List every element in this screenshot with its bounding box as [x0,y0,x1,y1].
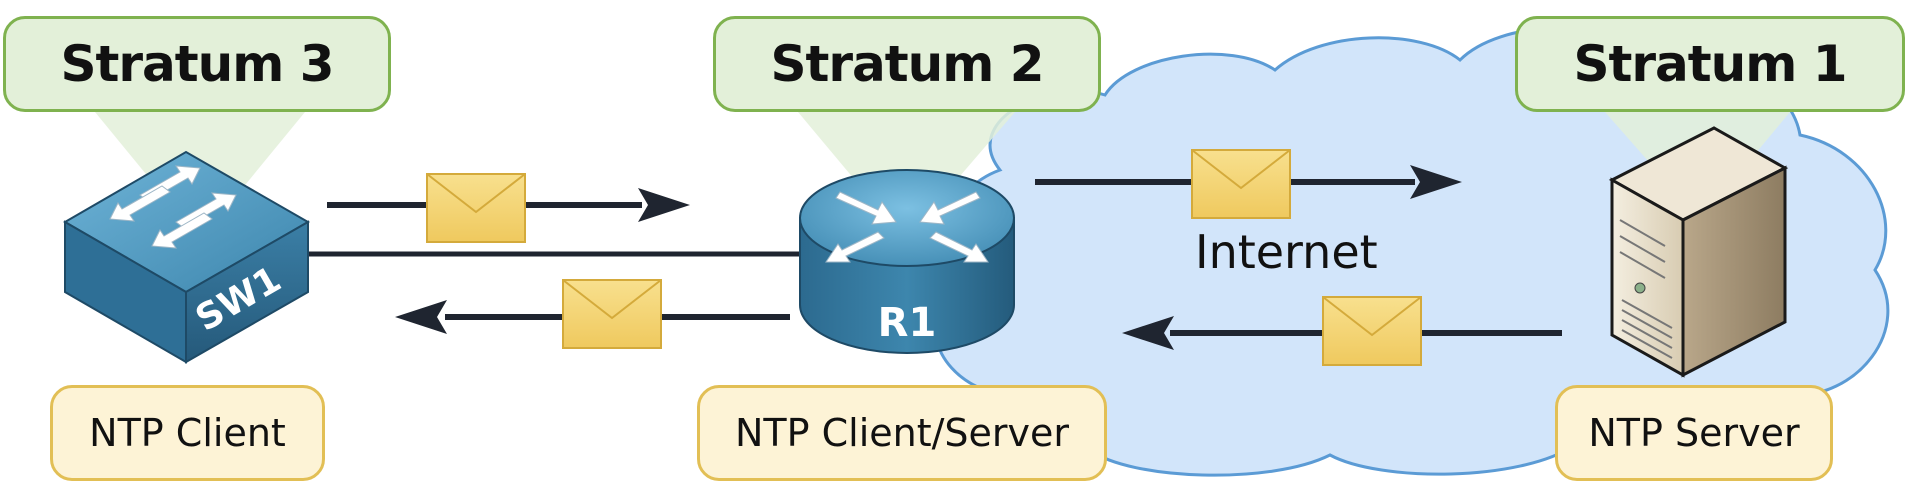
arrowhead-server-to-r1 [1122,316,1174,350]
server-icon [1608,126,1789,378]
role-label-r1: NTP Client/Server [697,385,1107,481]
stratum-label-r1: Stratum 2 [713,16,1101,112]
ntp-client-text: NTP Client [89,411,286,455]
router-icon: R1 [799,169,1015,354]
stratum-1-text: Stratum 1 [1573,35,1847,93]
stratum-2-text: Stratum 2 [770,35,1044,93]
ntp-server-text: NTP Server [1588,411,1800,455]
envelope-icon [1322,296,1422,366]
envelope-icon [426,173,526,243]
router-label: R1 [878,300,937,346]
role-label-server: NTP Server [1555,385,1833,481]
stratum-label-server: Stratum 1 [1515,16,1905,112]
envelope-icon [562,279,662,349]
stratum-label-sw1: Stratum 3 [3,16,391,112]
internet-label: Internet [1195,225,1378,279]
envelope-icon [1191,149,1291,219]
stratum-3-text: Stratum 3 [60,35,334,93]
arrowhead-r1-to-server [1410,165,1462,199]
arrowhead-sw1-to-r1 [638,188,690,222]
arrowhead-r1-to-sw1 [395,300,447,334]
ntp-client-server-text: NTP Client/Server [734,411,1070,455]
role-label-sw1: NTP Client [50,385,325,481]
switch-icon: SW1 [63,150,311,364]
